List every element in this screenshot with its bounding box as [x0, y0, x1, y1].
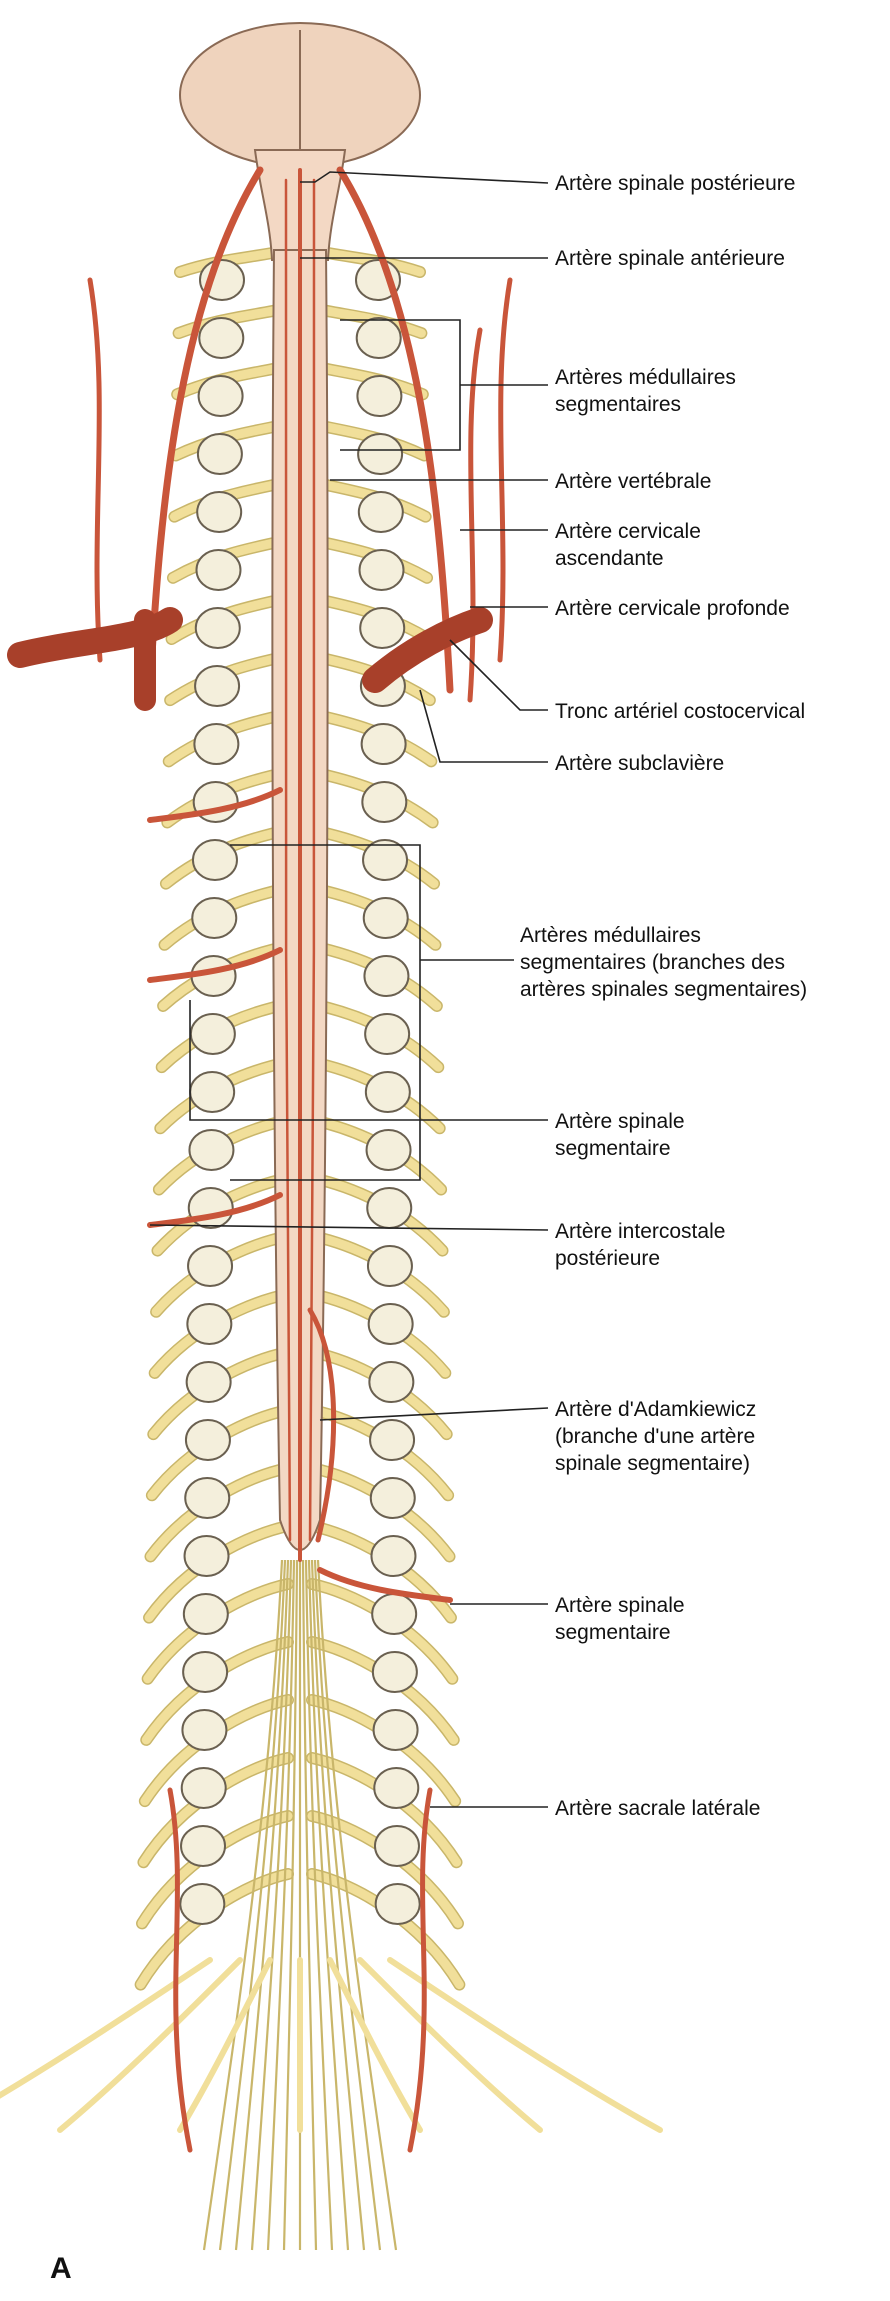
vertebral-outline [362, 782, 406, 822]
vertebral-outline [187, 1304, 231, 1344]
label-anterior-spinal-artery: Artère spinale antérieure [555, 245, 785, 272]
vertebral-outline [189, 1130, 233, 1170]
vertebral-outline [187, 1362, 231, 1402]
vertebral-outline [366, 1072, 410, 1112]
vertebral-outline [374, 1710, 418, 1750]
vertebral-outline [370, 1420, 414, 1460]
label-subclavian-artery: Artère subclavière [555, 750, 724, 777]
vertebral-outline [357, 376, 401, 416]
vertebral-outline [182, 1768, 226, 1808]
vertebral-outline [369, 1304, 413, 1344]
vertebral-outline [199, 376, 243, 416]
label-posterior-spinal-artery: Artère spinale postérieure [555, 170, 795, 197]
vertebral-outline [196, 550, 240, 590]
vertebral-outline [190, 1072, 234, 1112]
label-vertebral-artery: Artère vertébrale [555, 468, 711, 495]
vertebral-outline [194, 724, 238, 764]
label-segmental-medullary-arteries-thoracic: Artères médullaires segmentaires (branch… [520, 922, 807, 1003]
label-segmental-spinal-artery-2: Artère spinale segmentaire [555, 1592, 685, 1646]
label-segmental-spinal-artery-1: Artère spinale segmentaire [555, 1108, 685, 1162]
cauda-equina-root [309, 1560, 348, 2250]
vertebral-outline [198, 434, 242, 474]
vertebral-outline [183, 1652, 227, 1692]
vertebral-outline [189, 1188, 233, 1228]
vertebral-outline [359, 492, 403, 532]
cauda-equina-root [284, 1560, 297, 2250]
vertebral-outline [365, 1014, 409, 1054]
vertebral-outline [364, 898, 408, 938]
vertebral-outline [195, 666, 239, 706]
ascending-cervical-artery-right [500, 280, 510, 660]
vertebral-outline [181, 1826, 225, 1866]
label-ascending-cervical-artery: Artère cervicale ascendante [555, 518, 701, 572]
vertebral-outline [192, 898, 236, 938]
vertebral-outline [199, 318, 243, 358]
label-deep-cervical-artery: Artère cervicale profonde [555, 595, 790, 622]
vertebral-outline [362, 724, 406, 764]
vertebral-outline [193, 840, 237, 880]
cauda-equina-root [252, 1560, 291, 2250]
vertebral-outline [360, 550, 404, 590]
sacral-nerve [390, 1960, 660, 2130]
vertebral-outline [368, 1246, 412, 1286]
vertebral-outline [180, 1884, 224, 1924]
ascending-cervical-artery-left [90, 280, 100, 660]
label-artery-of-adamkiewicz: Artère d'Adamkiewicz (branche d'une artè… [555, 1396, 756, 1477]
vertebral-outline [197, 492, 241, 532]
label-costocervical-trunk: Tronc artériel costocervical [555, 698, 805, 725]
vertebral-outline [374, 1768, 418, 1808]
vertebral-outline [191, 1014, 235, 1054]
cauda-equina-root [306, 1560, 332, 2250]
vertebral-outline [185, 1478, 229, 1518]
cauda-equina-root [268, 1560, 294, 2250]
vertebral-outline [358, 434, 402, 474]
vertebral-outline [371, 1536, 415, 1576]
vertebral-outline [182, 1710, 226, 1750]
vertebral-outline [375, 1826, 419, 1866]
vertebral-outline [364, 956, 408, 996]
vertebral-outline [371, 1478, 415, 1518]
leader-line [420, 690, 548, 762]
vertebral-outline [369, 1362, 413, 1402]
vertebral-outline [196, 608, 240, 648]
vertebral-outline [363, 840, 407, 880]
vertebral-outline [367, 1130, 411, 1170]
vertebral-outline [376, 1884, 420, 1924]
vertebral-outline [184, 1594, 228, 1634]
panel-label: A [50, 2252, 72, 2286]
vertebral-outline [372, 1594, 416, 1634]
label-posterior-intercostal-artery: Artère intercostale postérieure [555, 1218, 725, 1272]
label-segmental-medullary-arteries-cervical: Artères médullaires segmentaires [555, 364, 736, 418]
sacral-nerve [360, 1960, 540, 2130]
vertebral-outline [188, 1246, 232, 1286]
vertebral-outline [367, 1188, 411, 1228]
vertebral-outline [357, 318, 401, 358]
cauda-equina-root [303, 1560, 316, 2250]
vertebral-outline [185, 1536, 229, 1576]
sacral-nerve [60, 1960, 240, 2130]
label-lateral-sacral-artery: Artère sacrale latérale [555, 1795, 760, 1822]
vertebral-outline [360, 608, 404, 648]
vertebral-outline [373, 1652, 417, 1692]
vertebral-outline [186, 1420, 230, 1460]
